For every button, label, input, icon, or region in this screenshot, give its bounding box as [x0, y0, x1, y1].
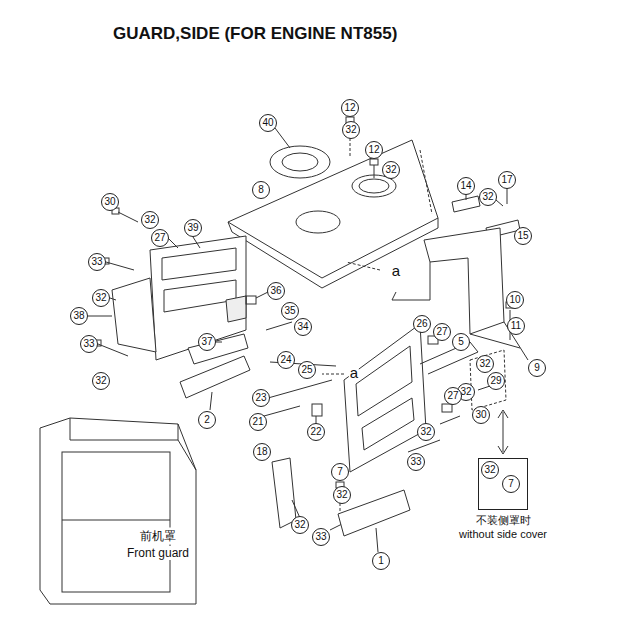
- joint-mark: a: [391, 262, 401, 279]
- callout-number: 34: [294, 318, 312, 336]
- callout-number: 32: [342, 121, 360, 139]
- callout-number: 27: [151, 229, 169, 247]
- callout-number: 1: [372, 552, 390, 570]
- callout-number: 11: [507, 317, 525, 335]
- callout-number: 32: [92, 372, 110, 390]
- callout-number: 33: [80, 335, 98, 353]
- callout-number: 8: [252, 181, 270, 199]
- callout-number: 10: [506, 291, 524, 309]
- front-guard-label: Front guard: [126, 546, 190, 560]
- callout-number: 2: [198, 411, 216, 429]
- callout-number: 35: [281, 302, 299, 320]
- callout-number: 32: [476, 355, 494, 373]
- callout-number: 32: [382, 161, 400, 179]
- callout-number: 38: [70, 307, 88, 325]
- callout-number: 32: [92, 289, 110, 307]
- diagram-title: GUARD,SIDE (FOR ENGINE NT855): [113, 24, 397, 44]
- callout-number: 33: [407, 453, 425, 471]
- callout-number: 29: [487, 372, 505, 390]
- callout-number: 39: [184, 219, 202, 237]
- callout-number: 30: [472, 406, 490, 424]
- callout-number: 9: [528, 359, 546, 377]
- callout-number: 32: [481, 461, 499, 479]
- callout-number: 27: [444, 387, 462, 405]
- callout-number: 23: [252, 389, 270, 407]
- callout-number: 33: [312, 528, 330, 546]
- inset-caption: 不装侧罩时: [476, 513, 531, 528]
- callout-number: 14: [457, 177, 475, 195]
- callout-number: 21: [249, 413, 267, 431]
- callout-number: 32: [333, 486, 351, 504]
- callout-number: 12: [365, 141, 383, 159]
- callout-number: 27: [433, 323, 451, 341]
- callout-number: 25: [298, 361, 316, 379]
- callout-number: 32: [291, 516, 309, 534]
- callout-number: 40: [259, 114, 277, 132]
- callout-number: 12: [341, 99, 359, 117]
- callout-number: 17: [498, 171, 516, 189]
- callout-number: 32: [479, 188, 497, 206]
- callout-number: 15: [514, 227, 532, 245]
- callout-number: 22: [307, 423, 325, 441]
- callout-number: 32: [141, 211, 159, 229]
- callout-number: 37: [198, 333, 216, 351]
- callout-number: 30: [101, 193, 119, 211]
- callout-number: 5: [452, 333, 470, 351]
- callout-number: 24: [277, 351, 295, 369]
- inset-caption: without side cover: [459, 528, 547, 540]
- front-guard-label: 前机罩: [139, 528, 177, 545]
- joint-mark: a: [349, 364, 359, 381]
- callout-number: 7: [331, 463, 349, 481]
- callout-number: 32: [417, 423, 435, 441]
- callout-number: 33: [88, 253, 106, 271]
- callout-number: 26: [413, 315, 431, 333]
- callout-number: 18: [253, 443, 271, 461]
- callout-number: 36: [267, 282, 285, 300]
- callout-number: 7: [502, 475, 520, 493]
